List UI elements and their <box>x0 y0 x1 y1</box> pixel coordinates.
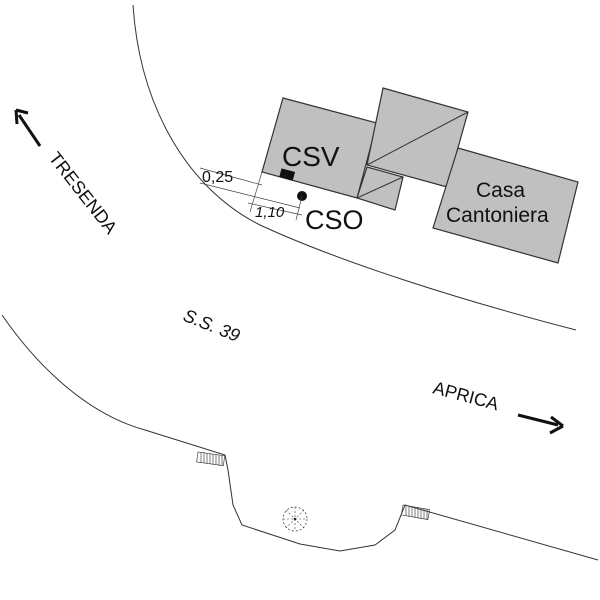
dimension-lines <box>199 167 303 221</box>
annex-diagonal-large <box>366 111 469 166</box>
arrow-tresenda-icon <box>14 108 42 147</box>
road-edge-north <box>132 4 577 331</box>
road-edge-south <box>1 314 599 561</box>
csv-marker <box>279 168 296 181</box>
arrow-aprica-icon <box>517 413 564 435</box>
steps-right <box>400 504 430 520</box>
dim-distance-label: 1,10 <box>255 204 285 221</box>
direction-aprica-label: APRICA <box>431 378 501 415</box>
annex-diagonal <box>356 176 404 199</box>
csv-label: CSV <box>282 141 340 172</box>
tree-symbol-icon <box>282 506 308 532</box>
dim-offset-label: 0,25 <box>202 169 233 186</box>
building-annex-small <box>356 166 404 211</box>
casa-label-line1: Casa <box>476 179 525 202</box>
cso-label: CSO <box>305 205 364 235</box>
direction-tresenda-label: TRESENDA <box>45 148 121 238</box>
building-casa-cantoniera <box>432 147 579 264</box>
casa-label-line2: Cantoniera <box>446 204 549 227</box>
road-label: S.S. 39 <box>181 305 243 346</box>
steps-left <box>196 451 226 467</box>
